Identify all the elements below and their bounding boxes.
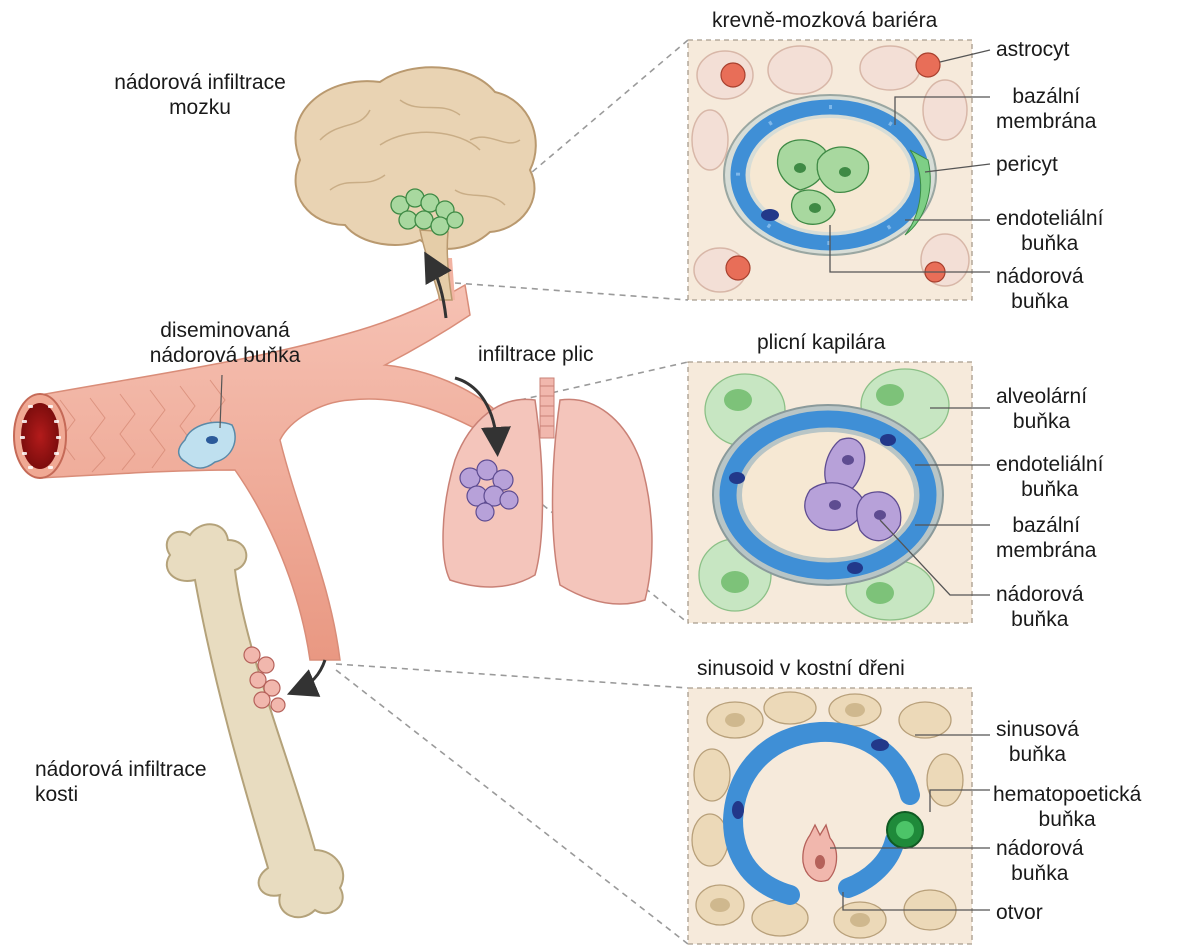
label-line: buňka — [996, 861, 1084, 886]
label-line: membrána — [996, 538, 1096, 563]
panel-lung-capillary — [688, 362, 972, 623]
label-pericyte: pericyt — [996, 152, 1058, 177]
label-tumor-marrow: nádorová buňka — [996, 836, 1084, 886]
hematopoietic-cell — [887, 812, 923, 848]
label-basal-membrane-bbb: bazální membrána — [996, 84, 1096, 134]
label-disseminated-cell: diseminovaná nádorová buňka — [130, 318, 320, 368]
label-line: alveolární — [996, 384, 1087, 409]
label-line: nádorová buňka — [130, 343, 320, 368]
label-tumor-lung: nádorová buňka — [996, 582, 1084, 632]
label-hematopoietic-cell: hematopoetická buňka — [993, 782, 1141, 832]
label-line: buňka — [996, 477, 1103, 502]
label-line: buňka — [996, 409, 1087, 434]
label-line: nádorová — [996, 836, 1084, 861]
label-line: sinusová — [996, 717, 1079, 742]
label-alveolar: alveolární buňka — [996, 384, 1087, 434]
label-line: mozku — [95, 95, 305, 120]
label-line: membrána — [996, 109, 1096, 134]
label-bone-infiltration: nádorová infiltrace kosti — [35, 757, 207, 807]
label-line: bazální — [996, 513, 1096, 538]
label-line: nádorová infiltrace — [35, 757, 207, 782]
label-brain-infiltration: nádorová infiltrace mozku — [95, 70, 305, 120]
panel-title-lung: plicní kapilára — [757, 330, 885, 355]
panel-title-marrow: sinusoid v kostní dřeni — [697, 656, 905, 681]
label-endothelial-bbb: endoteliální buňka — [996, 206, 1103, 256]
label-line: buňka — [993, 807, 1141, 832]
panel-title-bbb: krevně-mozková bariéra — [712, 8, 937, 33]
panel-bone-marrow-sinusoid — [688, 688, 972, 944]
label-line: buňka — [996, 742, 1079, 767]
label-line: buňka — [996, 231, 1103, 256]
label-sinus-cell: sinusová buňka — [996, 717, 1079, 767]
label-line: pericyt — [996, 152, 1058, 177]
brain-illustration — [295, 67, 535, 318]
label-line: buňka — [996, 289, 1084, 314]
label-line: astrocyt — [996, 37, 1070, 62]
label-tumor-bbb: nádorová buňka — [996, 264, 1084, 314]
label-line: endoteliální — [996, 206, 1103, 231]
label-lung-infiltration: infiltrace plic — [478, 342, 594, 367]
label-line: bazální — [996, 84, 1096, 109]
label-line: kosti — [35, 782, 207, 807]
label-astrocyte: astrocyt — [996, 37, 1070, 62]
label-basal-membrane-lung: bazální membrána — [996, 513, 1096, 563]
label-line: nádorová — [996, 264, 1084, 289]
label-line: hematopoetická — [993, 782, 1141, 807]
label-endothelial-lung: endoteliální buňka — [996, 452, 1103, 502]
label-line: endoteliální — [996, 452, 1103, 477]
label-line: nádorová infiltrace — [95, 70, 305, 95]
label-opening: otvor — [996, 900, 1043, 925]
label-line: diseminovaná — [130, 318, 320, 343]
label-line: otvor — [996, 900, 1043, 925]
label-line: buňka — [996, 607, 1084, 632]
label-line: nádorová — [996, 582, 1084, 607]
